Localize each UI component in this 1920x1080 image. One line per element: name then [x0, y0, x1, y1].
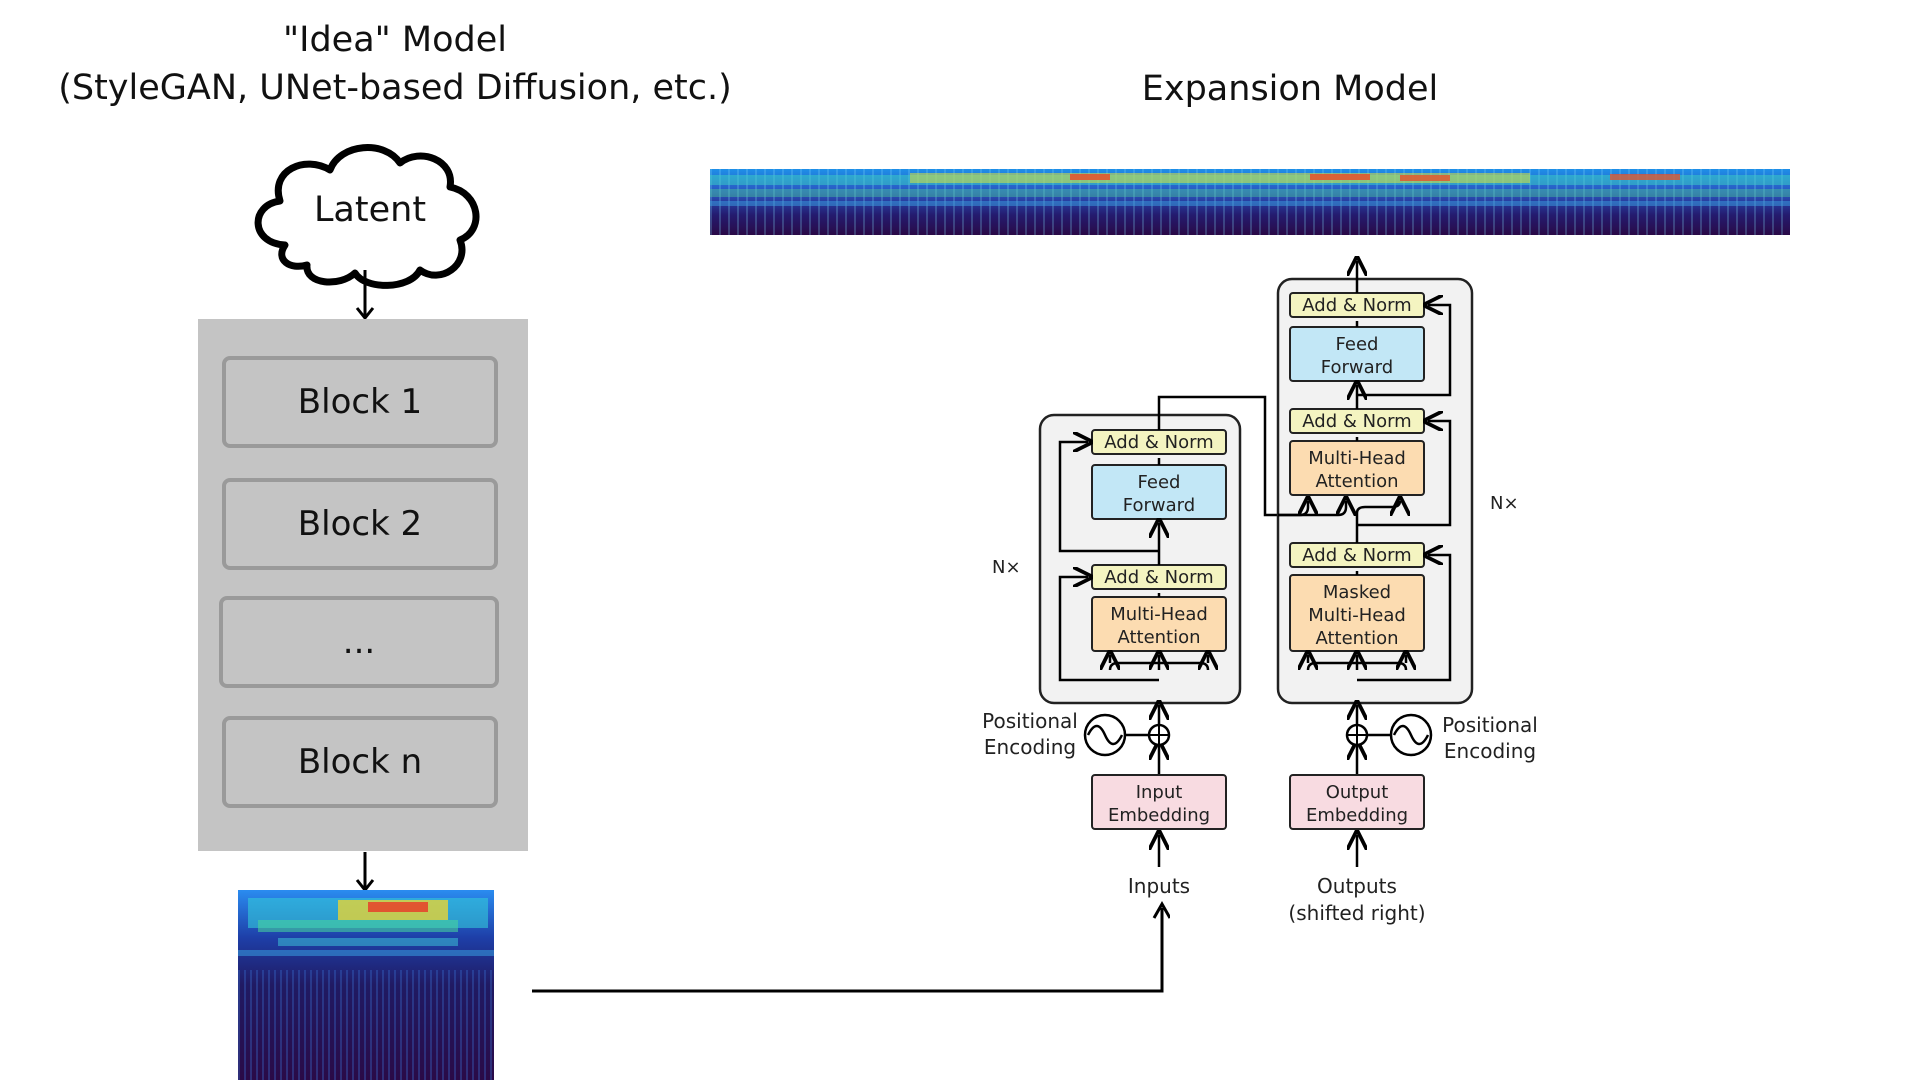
- encoder-positional-line1: Positional: [982, 709, 1078, 733]
- panel-arrow: [355, 852, 375, 892]
- decoder-masked-attention-line2: Multi-Head: [1308, 605, 1406, 626]
- block-2: Block 2: [222, 478, 498, 570]
- block-1: Block 1: [222, 356, 498, 448]
- decoder-feed-forward-line2: Forward: [1321, 357, 1393, 378]
- encoder-positional-line2: Encoding: [984, 735, 1076, 759]
- encoder-feed-forward-line2: Forward: [1123, 495, 1195, 516]
- expansion-spectrogram: [710, 169, 1790, 235]
- encoder-add-norm-top-label: Add & Norm: [1104, 432, 1213, 453]
- idea-model-title-line2: (StyleGAN, UNet-based Diffusion, etc.): [58, 68, 732, 108]
- latent-cloud: Latent: [254, 144, 480, 289]
- decoder-masked-attention-line1: Masked: [1323, 582, 1391, 603]
- encoder-attention-line2: Attention: [1117, 627, 1200, 648]
- encoder-add-norm-bottom-label: Add & Norm: [1104, 567, 1213, 588]
- decoder-nx-label: N×: [1490, 493, 1519, 514]
- output-embedding-line1: Output: [1326, 782, 1389, 803]
- latent-arrow: [355, 270, 375, 321]
- input-embedding: [1091, 774, 1227, 830]
- inputs-label: Inputs: [1128, 874, 1190, 898]
- expansion-model-title: Expansion Model: [1141, 69, 1439, 109]
- spectrogram-to-inputs-arrow: [532, 900, 1170, 993]
- decoder-add-norm-bottom-label: Add & Norm: [1302, 545, 1411, 566]
- latent-label: Latent: [314, 190, 426, 230]
- cloud-shape: [254, 144, 480, 289]
- block-n: Block n: [222, 716, 498, 808]
- idea-spectrogram: [238, 890, 494, 1080]
- decoder-positional-line2: Encoding: [1444, 739, 1536, 763]
- decoder-masked-attention-line3: Attention: [1315, 628, 1398, 649]
- encoder-feed-forward-line1: Feed: [1138, 472, 1181, 493]
- idea-model-title: "Idea" Model (StyleGAN, UNet-based Diffu…: [40, 16, 750, 112]
- decoder-add-norm-top-label: Add & Norm: [1302, 295, 1411, 316]
- block-ellipsis: ...: [219, 596, 499, 688]
- output-embedding-line2: Embedding: [1306, 805, 1408, 826]
- outputs-label-line1: Outputs: [1317, 874, 1397, 898]
- decoder-add-norm-mid-label: Add & Norm: [1302, 411, 1411, 432]
- input-embedding-line2: Embedding: [1108, 805, 1210, 826]
- output-embedding: [1289, 774, 1425, 830]
- input-embedding-line1: Input: [1136, 782, 1183, 803]
- encoder-attention-line1: Multi-Head: [1110, 604, 1208, 625]
- encoder-stack: [1038, 413, 1242, 705]
- encoder-nx-label: N×: [992, 557, 1021, 578]
- decoder-positional-line1: Positional: [1442, 713, 1538, 737]
- decoder-cross-attention-line1: Multi-Head: [1308, 448, 1406, 469]
- idea-model-title-line1: "Idea" Model: [283, 20, 507, 60]
- decoder-cross-attention-line2: Attention: [1315, 471, 1398, 492]
- outputs-label-line2: (shifted right): [1288, 901, 1425, 925]
- transformer-diagram: Add & Norm Feed Forward Add & Norm Multi…: [982, 255, 1538, 925]
- decoder-feed-forward-line1: Feed: [1336, 334, 1379, 355]
